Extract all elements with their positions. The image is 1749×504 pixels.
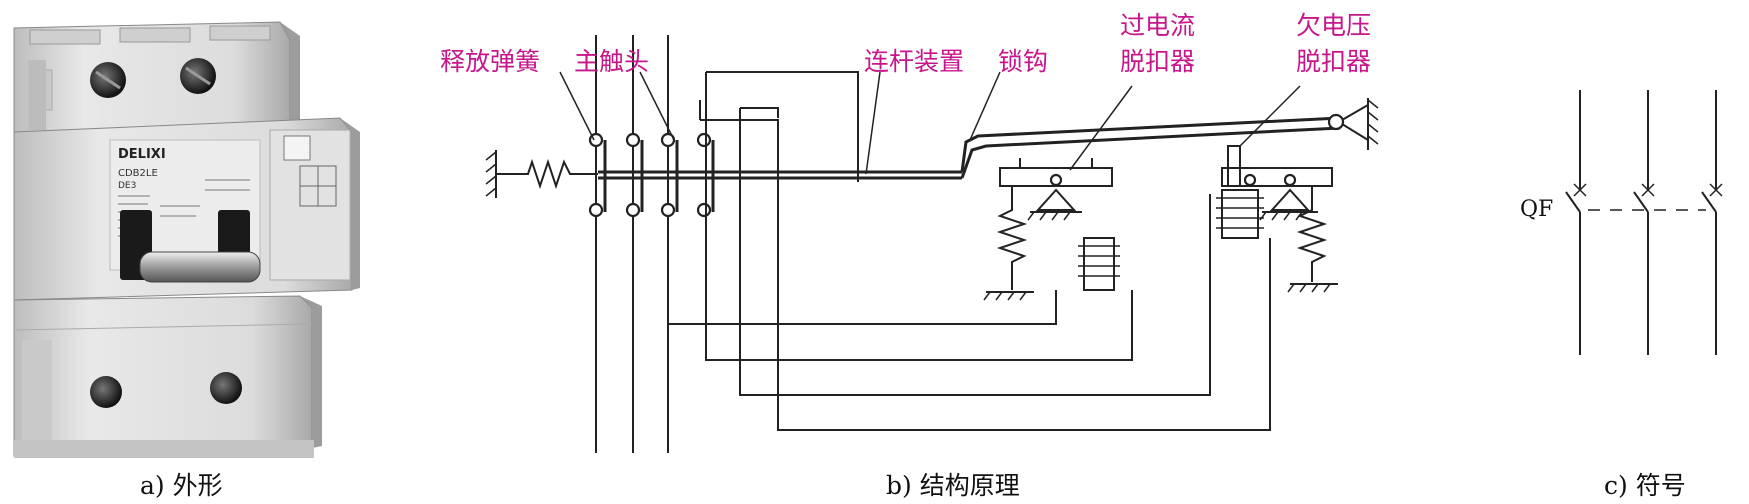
- model-sub-text: DE3: [118, 181, 136, 191]
- label-undervoltage-2: 脱扣器: [1296, 47, 1371, 76]
- main-contacts: [588, 132, 712, 218]
- symbol-designation: QF: [1520, 197, 1553, 222]
- caption-c: c) 符号: [1604, 471, 1686, 500]
- breaker-symbol: QF: [1520, 90, 1723, 355]
- brand-logo: DELIXI: [118, 147, 166, 162]
- latch-hook: [960, 116, 1341, 173]
- model-text: CDB2LE: [118, 168, 158, 179]
- bottom-screw-icon: [210, 372, 242, 404]
- structure-diagram: 释放弹簧 主触头 连杆装置 锁钩 过电流 脱扣器 欠电压 脱扣器: [440, 11, 1379, 453]
- label-linkage: 连杆装置: [864, 47, 964, 76]
- label-main-contact: 主触头: [574, 47, 649, 76]
- caption-b: b) 结构原理: [886, 471, 1020, 500]
- overcurrent-release: [983, 158, 1120, 301]
- release-spring: [496, 158, 598, 190]
- label-latch: 锁钩: [998, 47, 1048, 76]
- breaker-photo: DELIXI CDB2LE DE3: [13, 21, 360, 458]
- label-undervoltage-1: 欠电压: [1296, 11, 1371, 40]
- label-overcurrent-1: 过电流: [1120, 11, 1195, 40]
- label-overcurrent-2: 脱扣器: [1120, 47, 1195, 76]
- test-button: [283, 135, 311, 161]
- bottom-screw-icon: [90, 376, 122, 408]
- label-release-spring: 释放弹簧: [440, 47, 540, 76]
- top-screw-icon: [180, 58, 216, 94]
- undervoltage-release: [1216, 145, 1338, 293]
- caption-a: a) 外形: [140, 471, 223, 500]
- pivot: [1327, 113, 1345, 131]
- top-screw-icon: [90, 62, 126, 98]
- handle-bar: [139, 251, 261, 283]
